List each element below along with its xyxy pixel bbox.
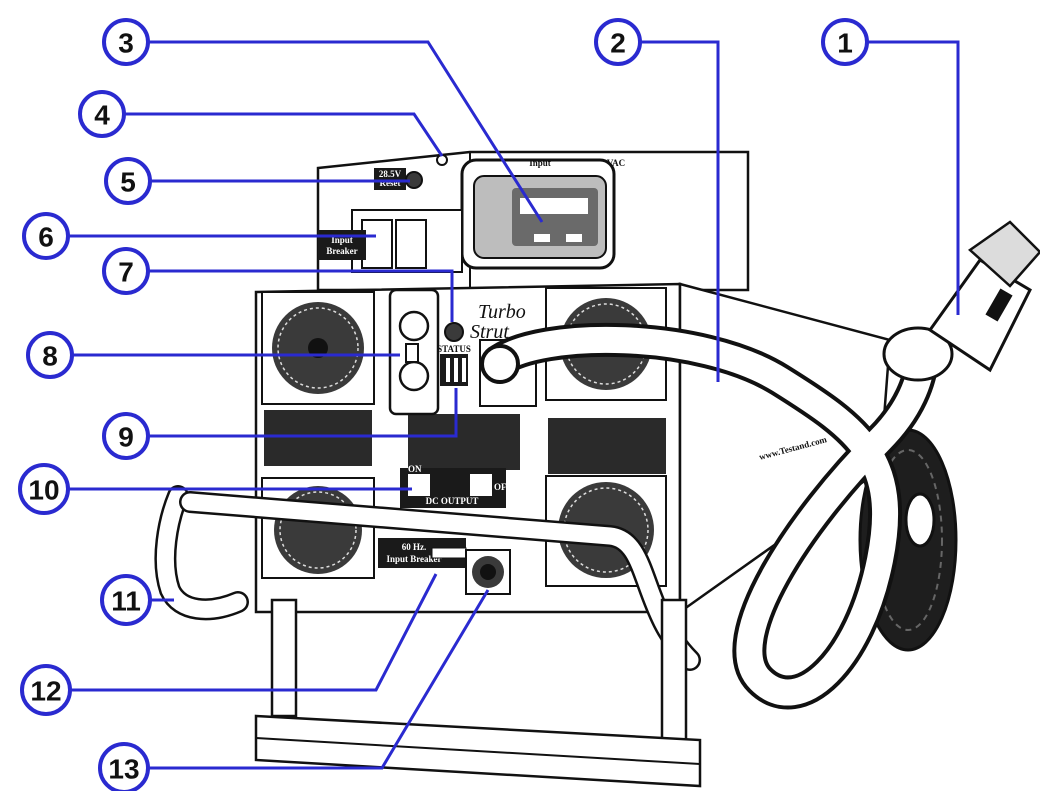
svg-text:4: 4 xyxy=(94,100,110,131)
status-label: STATUS xyxy=(437,344,471,354)
hz-line2: Input Breaker xyxy=(386,554,441,564)
vent-left xyxy=(264,410,372,466)
callout-8: 8 xyxy=(26,331,74,379)
selector-panel[interactable] xyxy=(388,288,440,416)
top-cabinet: Input VAC 28.5V Reset Input Breaker xyxy=(316,150,750,292)
dc-output-label: DC OUTPUT xyxy=(426,496,479,506)
callout-2: 2 xyxy=(594,18,642,66)
callout-4: 4 xyxy=(78,90,126,138)
svg-text:3: 3 xyxy=(118,28,134,59)
input-breaker-top-line1: Input xyxy=(331,235,353,245)
svg-text:7: 7 xyxy=(118,257,134,288)
reset-top-label: 28.5V xyxy=(379,169,402,179)
svg-text:10: 10 xyxy=(28,475,59,506)
dc-off-label: OFF xyxy=(494,482,512,492)
svg-text:5: 5 xyxy=(120,167,136,198)
vent-center xyxy=(408,414,520,470)
dc-output-panel[interactable]: ON OFF DC OUTPUT xyxy=(400,464,512,508)
callout-12: 12 xyxy=(20,664,72,716)
power-plug xyxy=(882,220,1040,382)
callout-13: 13 xyxy=(98,742,150,791)
callout-1: 1 xyxy=(821,18,869,66)
callout-11: 11 xyxy=(100,574,152,626)
callout-9: 9 xyxy=(102,412,150,460)
display-panel: Input VAC xyxy=(460,158,625,270)
status-light xyxy=(444,322,464,342)
input-breaker-bottom[interactable]: 60 Hz. Input Breaker xyxy=(378,538,467,568)
callout-3: 3 xyxy=(102,18,150,66)
hz-line1: 60 Hz. xyxy=(402,542,427,552)
fan-top-left xyxy=(261,291,375,405)
leader-lines xyxy=(68,40,960,770)
vent-right xyxy=(548,418,666,474)
dc-on-label: ON xyxy=(408,464,422,474)
callout-6: 6 xyxy=(22,212,70,260)
svg-text:1: 1 xyxy=(837,28,853,59)
power-cable xyxy=(480,322,939,710)
svg-text:2: 2 xyxy=(610,28,626,59)
brand-line1: Turbo xyxy=(478,301,526,323)
brand-line2: Strut xyxy=(470,321,509,343)
reset-bottom-label: Reset xyxy=(380,178,401,188)
model-label: Input xyxy=(529,158,551,168)
input-breaker-top-line2: Breaker xyxy=(326,246,357,256)
round-connector[interactable] xyxy=(465,549,511,595)
callout-10: 10 xyxy=(18,463,70,515)
callout-5: 5 xyxy=(104,157,152,205)
svg-text:12: 12 xyxy=(30,676,61,707)
switch-bank[interactable] xyxy=(440,354,468,386)
fan-bottom-left xyxy=(261,477,375,579)
svg-text:13: 13 xyxy=(108,754,139,785)
svg-text:11: 11 xyxy=(111,586,141,617)
indicator-lamp xyxy=(436,154,448,166)
svg-text:9: 9 xyxy=(118,422,134,453)
input-breaker-top[interactable]: Input Breaker xyxy=(318,209,463,273)
handle-frame xyxy=(154,485,702,788)
svg-text:8: 8 xyxy=(42,341,58,372)
callout-7: 7 xyxy=(102,247,150,295)
vac-label: VAC xyxy=(607,158,625,168)
svg-text:6: 6 xyxy=(38,222,54,253)
